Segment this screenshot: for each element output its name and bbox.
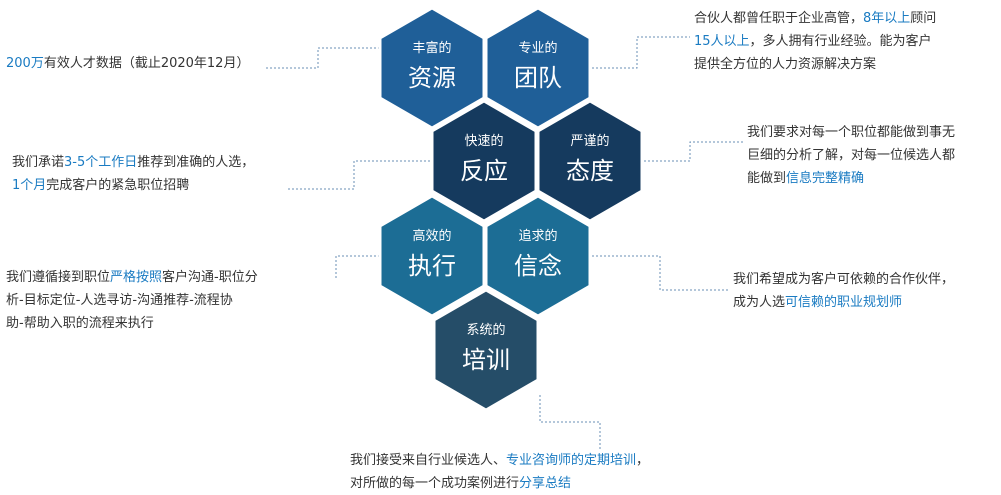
hexagon-label-belief: 信念 — [514, 252, 562, 280]
connector-belief — [588, 255, 730, 291]
desc-text: 提供全方位的人力资源解决方案 — [694, 57, 877, 72]
desc-text: 对所做的每一个成功案例进行 — [350, 476, 520, 491]
highlight-text: 信息完整精确 — [786, 171, 865, 186]
desc-text: 我们承诺 — [12, 155, 65, 170]
hexagon-title-belief: 追求的 — [518, 228, 557, 244]
hexagon-label-response: 反应 — [460, 157, 508, 185]
hexagon-title-attitude: 严谨的 — [570, 133, 609, 149]
desc-execution: 我们遵循接到职位严格按照客户沟通-职位分析-目标定位-人选寻访-沟通推荐-流程协… — [6, 266, 258, 335]
desc-training: 我们接受来自行业候选人、专业咨询师的定期培训，对所做的每一个成功案例进行分享总结 — [350, 449, 649, 495]
desc-text: 我们要求对每一个职位都能做到事无 — [747, 125, 956, 140]
hexagon-label-execution: 执行 — [408, 252, 456, 280]
desc-text: 我们希望成为客户可依赖的合作伙伴， — [733, 272, 955, 287]
hexagon-shape-attitude — [536, 99, 644, 223]
hexagon-title-training: 系统的 — [466, 322, 505, 338]
connector-training — [539, 395, 601, 450]
highlight-text: 专业咨询师的定期培训 — [506, 453, 637, 468]
connector-response — [288, 160, 430, 190]
desc-line: 能做到信息完整精确 — [747, 167, 955, 190]
highlight-text: 15人以上 — [694, 34, 750, 49]
highlight-text: 8年以上 — [863, 11, 911, 26]
connector-execution — [335, 255, 382, 278]
desc-text: 我们遵循接到职位 — [6, 270, 111, 285]
desc-line: 我们遵循接到职位严格按照客户沟通-职位分 — [6, 266, 258, 289]
highlight-text: 1个月 — [12, 178, 47, 193]
desc-text: 顾问 — [910, 11, 937, 26]
connector-resources — [266, 47, 382, 69]
desc-line: 巨细的分析了解，对每一位候选人都 — [747, 144, 955, 167]
desc-text: 巨细的分析了解，对每一位候选人都 — [747, 148, 956, 163]
hexagon-shape-team — [484, 6, 592, 130]
hexagon-shape-resources — [378, 6, 486, 130]
desc-text: 合伙人都曾任职于企业高管， — [694, 11, 864, 26]
desc-text: 成为人选 — [733, 295, 786, 310]
desc-belief: 我们希望成为客户可依赖的合作伙伴， 成为人选可信赖的职业规划师 — [733, 268, 954, 314]
hexagon-title-execution: 高效的 — [412, 228, 451, 244]
desc-line: 1个月完成客户的紧急职位招聘 — [12, 174, 254, 197]
highlight-text: 严格按照 — [110, 270, 163, 285]
connector-attitude — [640, 141, 743, 162]
hexagon-label-attitude: 态度 — [566, 157, 614, 185]
highlight-text: 分享总结 — [519, 476, 572, 491]
desc-line: 提供全方位的人力资源解决方案 — [694, 53, 936, 76]
hexagon-shape-response — [430, 99, 538, 223]
hexagon-shape-execution — [378, 194, 486, 318]
hexagon-title-response: 快速的 — [464, 133, 503, 149]
desc-text: 有效人才数据（截止2020年12月） — [43, 56, 250, 71]
highlight-text: 可信赖的职业规划师 — [785, 295, 903, 310]
desc-line: 合伙人都曾任职于企业高管，8年以上顾问 — [694, 7, 936, 30]
highlight-text: 3-5个工作日 — [64, 155, 138, 170]
desc-text: 客户沟通-职位分 — [162, 270, 258, 285]
desc-text: 能做到 — [747, 171, 787, 186]
desc-line: 我们希望成为客户可依赖的合作伙伴， — [733, 268, 954, 291]
desc-response: 我们承诺3-5个工作日推荐到准确的人选，1个月完成客户的紧急职位招聘 — [12, 151, 254, 197]
desc-text: 推荐到准确的人选， — [137, 155, 255, 170]
desc-attitude: 我们要求对每一个职位都能做到事无巨细的分析了解，对每一位候选人都能做到信息完整精… — [747, 121, 955, 190]
highlight-text: 200万 — [6, 56, 44, 71]
desc-line: 15人以上，多人拥有行业经验。能为客户 — [694, 30, 936, 53]
desc-text: 完成客户的紧急职位招聘 — [46, 178, 190, 193]
connector-lines — [266, 36, 743, 450]
desc-line: 200万有效人才数据（截止2020年12月） — [6, 52, 249, 75]
desc-line: 析-目标定位-人选寻访-沟通推荐-流程协 — [6, 289, 258, 312]
connector-team — [588, 36, 690, 69]
desc-text: 析-目标定位-人选寻访-沟通推荐-流程协 — [6, 293, 233, 308]
desc-line: 成为人选可信赖的职业规划师 — [733, 291, 954, 314]
hexagon-title-team: 专业的 — [518, 40, 557, 56]
desc-text: 我们接受来自行业候选人、 — [350, 453, 507, 468]
hexagon-label-team: 团队 — [514, 64, 562, 92]
desc-line: 助-帮助入职的流程来执行 — [6, 312, 258, 335]
hexagon-shape-training — [432, 288, 540, 412]
desc-line: 对所做的每一个成功案例进行分享总结 — [350, 472, 649, 495]
hexagon-title-resources: 丰富的 — [412, 40, 451, 56]
desc-line: 我们接受来自行业候选人、专业咨询师的定期培训， — [350, 449, 649, 472]
desc-resources: 200万有效人才数据（截止2020年12月） — [6, 52, 249, 75]
desc-line: 我们要求对每一个职位都能做到事无 — [747, 121, 955, 144]
desc-text: ，多人拥有行业经验。能为客户 — [749, 34, 932, 49]
desc-line: 我们承诺3-5个工作日推荐到准确的人选， — [12, 151, 254, 174]
desc-text: ， — [636, 453, 650, 468]
hexagon-label-training: 培训 — [462, 346, 510, 374]
hexagon-shape-belief — [484, 194, 592, 318]
desc-text: 助-帮助入职的流程来执行 — [6, 316, 154, 331]
hexagon-label-resources: 资源 — [408, 64, 456, 92]
